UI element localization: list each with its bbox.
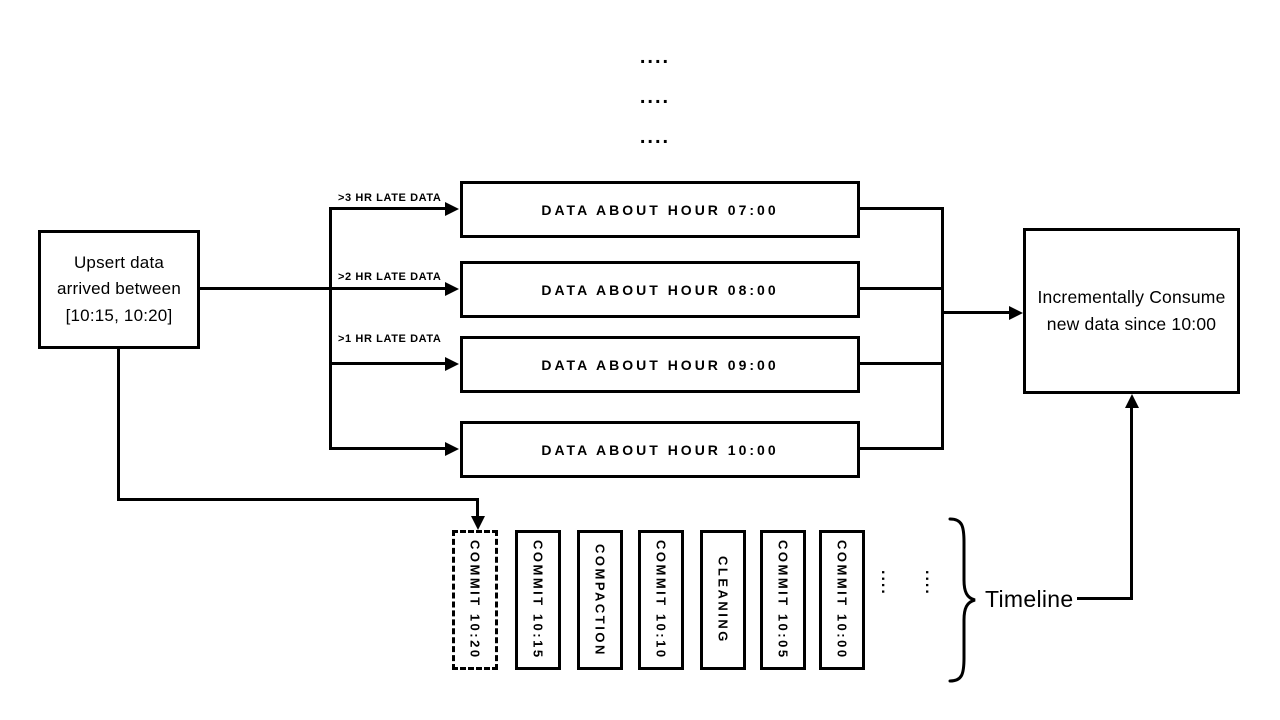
upsert-data-box: Upsert data arrived between [10:15, 10:2…	[38, 230, 200, 349]
connector-1000-to-bus	[857, 447, 944, 450]
hour-box-1000: DATA ABOUT HOUR 10:00	[460, 421, 860, 478]
arrow-line-hour-0700	[329, 207, 446, 210]
timeline-entry-commit-1000-label: COMMIT 10:00	[834, 540, 850, 660]
arrow-line-hour-0800	[329, 287, 446, 290]
hour-box-0800: DATA ABOUT HOUR 08:00	[460, 261, 860, 318]
timeline-ellipsis-1: ....	[878, 570, 895, 596]
arrow-line-to-consume	[941, 311, 1010, 314]
hour-box-0900-label: DATA ABOUT HOUR 09:00	[541, 356, 779, 373]
arrowhead-to-commit	[470, 516, 485, 530]
arrowhead-hour-0800	[445, 281, 459, 296]
top-ellipsis-row-3: ....	[639, 126, 671, 148]
connector-0800-to-bus	[857, 287, 944, 290]
arrow-line-hour-0900	[329, 362, 446, 365]
consume-line-1: Incrementally Consume	[1037, 286, 1226, 307]
timeline-entry-commit-1005-label: COMMIT 10:05	[775, 540, 791, 660]
connector-to-commit	[476, 498, 479, 518]
upsert-line-3: [10:15, 10:20]	[65, 305, 173, 325]
top-ellipsis-row-1: ....	[639, 46, 671, 68]
connector-upsert-down	[117, 346, 120, 501]
late-data-label-3hr: >3 HR LATE DATA	[338, 192, 442, 204]
top-ellipsis-row-2: ....	[639, 86, 671, 108]
incremental-consume-text: Incrementally Consume new data since 10:…	[1037, 284, 1225, 338]
connector-upsert-bottom	[117, 498, 479, 501]
arrow-line-hour-1000	[329, 447, 446, 450]
upsert-line-2: arrived between	[57, 279, 181, 299]
timeline-entry-commit-1020-label: COMMIT 10:20	[467, 540, 483, 660]
arrowhead-hour-1000	[445, 441, 459, 456]
connector-timeline-h	[1077, 597, 1133, 600]
arrowhead-hour-0900	[445, 356, 459, 371]
late-data-label-2hr: >2 HR LATE DATA	[338, 271, 442, 283]
timeline-entry-cleaning-label: CLEANING	[715, 556, 731, 644]
timeline-entry-commit-1010: COMMIT 10:10	[638, 530, 684, 670]
hour-box-0800-label: DATA ABOUT HOUR 08:00	[541, 281, 779, 298]
upsert-data-box-text: Upsert data arrived between [10:15, 10:2…	[57, 250, 181, 329]
timeline-brace	[948, 517, 976, 683]
hour-box-0700: DATA ABOUT HOUR 07:00	[460, 181, 860, 238]
connector-upsert-to-branch	[197, 287, 332, 290]
arrowhead-hour-0700	[445, 201, 459, 216]
connector-0900-to-bus	[857, 362, 944, 365]
late-data-label-1hr: >1 HR LATE DATA	[338, 333, 442, 345]
connector-timeline-v	[1130, 400, 1133, 600]
timeline-label: Timeline	[985, 586, 1074, 612]
bus-vertical-line	[941, 207, 944, 450]
timeline-entry-commit-1015-label: COMMIT 10:15	[530, 540, 546, 660]
arrowhead-timeline-to-consume	[1124, 394, 1139, 408]
timeline-entry-cleaning: CLEANING	[700, 530, 746, 670]
hour-box-0900: DATA ABOUT HOUR 09:00	[460, 336, 860, 393]
timeline-entry-commit-1005: COMMIT 10:05	[760, 530, 806, 670]
hour-box-1000-label: DATA ABOUT HOUR 10:00	[541, 441, 779, 458]
timeline-ellipsis-2: ....	[922, 570, 939, 596]
branch-vertical-line	[329, 207, 332, 450]
timeline-entry-compaction: COMPACTION	[577, 530, 623, 670]
consume-line-2: new data since 10:00	[1046, 314, 1217, 334]
connector-0700-to-bus	[857, 207, 944, 210]
timeline-entry-commit-1020: COMMIT 10:20	[452, 530, 498, 670]
incremental-consume-box: Incrementally Consume new data since 10:…	[1023, 228, 1240, 394]
arrowhead-to-consume	[1009, 305, 1023, 320]
upsert-line-1: Upsert data	[73, 252, 165, 272]
timeline-entry-commit-1000: COMMIT 10:00	[819, 530, 865, 670]
timeline-entry-compaction-label: COMPACTION	[592, 543, 608, 657]
timeline-entry-commit-1010-label: COMMIT 10:10	[653, 540, 669, 660]
hour-box-0700-label: DATA ABOUT HOUR 07:00	[541, 201, 779, 218]
timeline-entry-commit-1015: COMMIT 10:15	[515, 530, 561, 670]
